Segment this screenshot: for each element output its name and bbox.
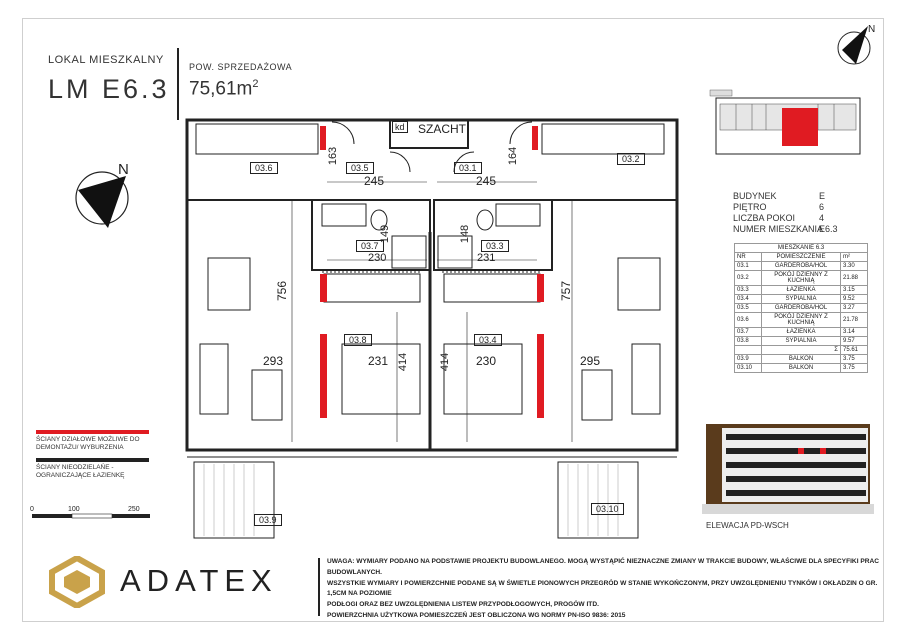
dimension-label: 230 <box>476 354 497 368</box>
room-tag: 03.10 <box>591 503 624 515</box>
scale-label: 100 <box>68 506 80 513</box>
notice-divider <box>318 558 320 616</box>
table-title: MIESZKANIE 6.3 <box>734 243 868 253</box>
table-header: m² <box>840 252 868 262</box>
unit-code: LM E6.3 <box>48 74 170 104</box>
room-tag: 03.5 <box>346 162 374 174</box>
legend-black-swatch <box>36 458 149 462</box>
dimension-label: 295 <box>580 354 601 368</box>
info-label: LICZBA POKOI <box>733 213 796 223</box>
room-tag: 03.3 <box>481 240 509 252</box>
info-value: E <box>819 191 826 201</box>
room-tag: 03.6 <box>250 162 278 174</box>
room-tag: 03.2 <box>617 153 645 165</box>
dimension-label: 231 <box>477 252 496 264</box>
compass-icon: N <box>837 24 875 65</box>
room-tag: 03.1 <box>454 162 482 174</box>
kd-label: kd <box>392 121 408 133</box>
key-plan <box>709 89 861 155</box>
dimension-label: 164 <box>507 146 520 166</box>
dimension-label: 414 <box>439 352 452 372</box>
legend-black-text: ŚCIANY NIEODZIELAŃE - OGRANICZAJĄCE ŁAZI… <box>36 464 125 479</box>
legend-red-text: ŚCIANY DZIAŁOWE MOŻLIWE DO DEMONTAŻU/ WY… <box>36 436 140 451</box>
dimension-label: 163 <box>327 146 340 166</box>
shaft-label: SZACHT <box>418 122 466 136</box>
dimension-label: 231 <box>368 354 389 368</box>
table-header: POMIESZCZENIE <box>761 252 841 262</box>
floor-plan <box>185 118 679 539</box>
area-value: 75,61m2 <box>189 78 259 100</box>
building-info: BUDYNEK E PIĘTRO 6 LICZBA POKOI 4 NUMER MIE… <box>733 191 863 235</box>
dimension-label: 149 <box>379 224 392 244</box>
room-tag: 03.7 <box>356 240 384 252</box>
page-frame <box>22 18 884 622</box>
dimension-label: 230 <box>368 252 387 264</box>
table-header: NR <box>734 252 762 262</box>
dimension-label: 245 <box>476 174 497 188</box>
info-label: NUMER MIESZKANIA <box>733 224 824 234</box>
elevation-image <box>702 424 874 514</box>
elevation-caption: ELEWACJA PD-WSCH <box>706 521 789 530</box>
north-arrow-icon: N <box>75 161 129 228</box>
scale-label: 0 <box>30 506 34 513</box>
dimension-label: 148 <box>459 224 472 244</box>
area-label: POW. SPRZEDAŻOWA <box>189 62 293 72</box>
header-divider <box>177 48 179 120</box>
scale-label: 250 <box>128 506 140 513</box>
notice-block: UWAGA: WYMIARY PODANO NA PODSTAWIE PROJE… <box>327 558 880 619</box>
room-tag: 03.8 <box>344 334 372 346</box>
dimension-label: 245 <box>364 174 385 188</box>
north-letter: N <box>118 161 129 178</box>
brand-name: ADATEX <box>120 563 278 598</box>
dimension-label: 756 <box>275 280 290 302</box>
unit-label: LOKAL MIESZKALNY <box>48 54 164 66</box>
dimension-label: 757 <box>559 280 574 302</box>
info-value: 6 <box>819 202 825 212</box>
dimension-label: 414 <box>397 352 410 372</box>
info-value: E6.3 <box>819 224 838 234</box>
brand-logo-icon <box>49 556 105 608</box>
info-value: 4 <box>819 213 825 223</box>
room-tag: 03.9 <box>254 514 282 526</box>
room-tag: 03.4 <box>474 334 502 346</box>
legend-red-swatch <box>36 430 149 434</box>
info-label: PIĘTRO <box>733 202 767 212</box>
svg-text:N: N <box>868 24 875 35</box>
dimension-label: 293 <box>263 354 284 368</box>
info-label: BUDYNEK <box>733 191 777 201</box>
scale-bar <box>32 513 150 519</box>
